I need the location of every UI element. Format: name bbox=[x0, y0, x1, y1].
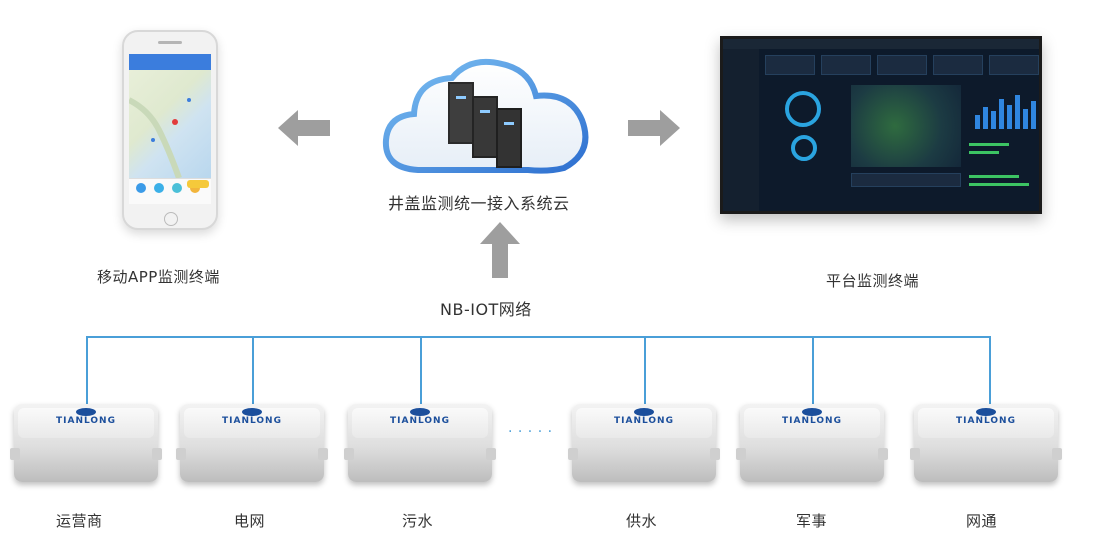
device-label: 网通 bbox=[966, 512, 998, 530]
brand-label: TIANLONG bbox=[56, 416, 116, 426]
brand-logo-icon bbox=[76, 408, 96, 416]
phone-app-bar bbox=[129, 54, 211, 70]
network-drop-line bbox=[812, 336, 814, 404]
brand-label: TIANLONG bbox=[390, 416, 450, 426]
progress-bar bbox=[969, 151, 999, 154]
sensor-device-box: TIANLONG bbox=[568, 404, 720, 488]
network-drop-line bbox=[252, 336, 254, 404]
map-pin-icon bbox=[129, 97, 191, 180]
brand-logo-icon bbox=[976, 408, 996, 416]
dashboard-tile bbox=[821, 55, 871, 75]
platform-label: 平台监测终端 bbox=[826, 272, 920, 290]
ellipsis-indicator: · · · · · bbox=[508, 424, 553, 440]
brand-label: TIANLONG bbox=[222, 416, 282, 426]
brand-logo-icon bbox=[634, 408, 654, 416]
progress-bar bbox=[969, 183, 1029, 186]
brand-label: TIANLONG bbox=[956, 416, 1016, 426]
phone-home-button bbox=[164, 212, 178, 226]
brand-label: TIANLONG bbox=[614, 416, 674, 426]
phone-dock bbox=[129, 178, 211, 204]
sensor-device-box: TIANLONG bbox=[736, 404, 888, 488]
monitor-sidebar bbox=[723, 49, 759, 211]
brand-logo-icon bbox=[242, 408, 262, 416]
gauge-chart bbox=[785, 91, 821, 127]
network-label: NB-IOT网络 bbox=[440, 300, 532, 319]
gauge-chart bbox=[791, 135, 817, 161]
platform-monitor-image bbox=[720, 36, 1042, 214]
phone-map bbox=[129, 70, 211, 180]
dashboard-tile bbox=[989, 55, 1039, 75]
brand-logo-icon bbox=[802, 408, 822, 416]
progress-bar bbox=[969, 143, 1009, 146]
device-label: 电网 bbox=[234, 512, 266, 530]
network-drop-line bbox=[989, 336, 991, 404]
dashboard-table bbox=[851, 173, 961, 187]
sensor-device-box: TIANLONG bbox=[910, 404, 1062, 488]
network-bus-line bbox=[86, 336, 991, 338]
sensor-device-box: TIANLONG bbox=[10, 404, 162, 488]
cloud-server-icon bbox=[382, 58, 589, 174]
device-label: 供水 bbox=[626, 512, 658, 530]
app-icons bbox=[136, 180, 209, 193]
network-drop-line bbox=[86, 336, 88, 404]
bar-chart bbox=[973, 89, 1037, 129]
network-drop-line bbox=[644, 336, 646, 404]
dashboard-tile bbox=[933, 55, 983, 75]
brand-logo-icon bbox=[410, 408, 430, 416]
device-label: 污水 bbox=[402, 512, 434, 530]
mobile-phone-image bbox=[122, 30, 218, 230]
monitor-map bbox=[851, 85, 961, 167]
dashboard-tile bbox=[877, 55, 927, 75]
sensor-device-box: TIANLONG bbox=[344, 404, 496, 488]
cloud-label: 井盖监测统一接入系统云 bbox=[388, 194, 570, 213]
phone-screen bbox=[129, 54, 211, 204]
arrow-right-icon bbox=[628, 110, 680, 146]
phone-speaker bbox=[158, 41, 182, 44]
progress-bar bbox=[969, 175, 1019, 178]
dashboard-tile bbox=[765, 55, 815, 75]
phone-label: 移动APP监测终端 bbox=[97, 268, 220, 286]
arrow-up-icon bbox=[480, 222, 520, 278]
network-drop-line bbox=[420, 336, 422, 404]
brand-label: TIANLONG bbox=[782, 416, 842, 426]
device-label: 军事 bbox=[796, 512, 828, 530]
device-label: 运营商 bbox=[56, 512, 103, 530]
arrow-left-icon bbox=[278, 110, 330, 146]
sensor-device-box: TIANLONG bbox=[176, 404, 328, 488]
monitor-browser-bar bbox=[723, 39, 1039, 49]
